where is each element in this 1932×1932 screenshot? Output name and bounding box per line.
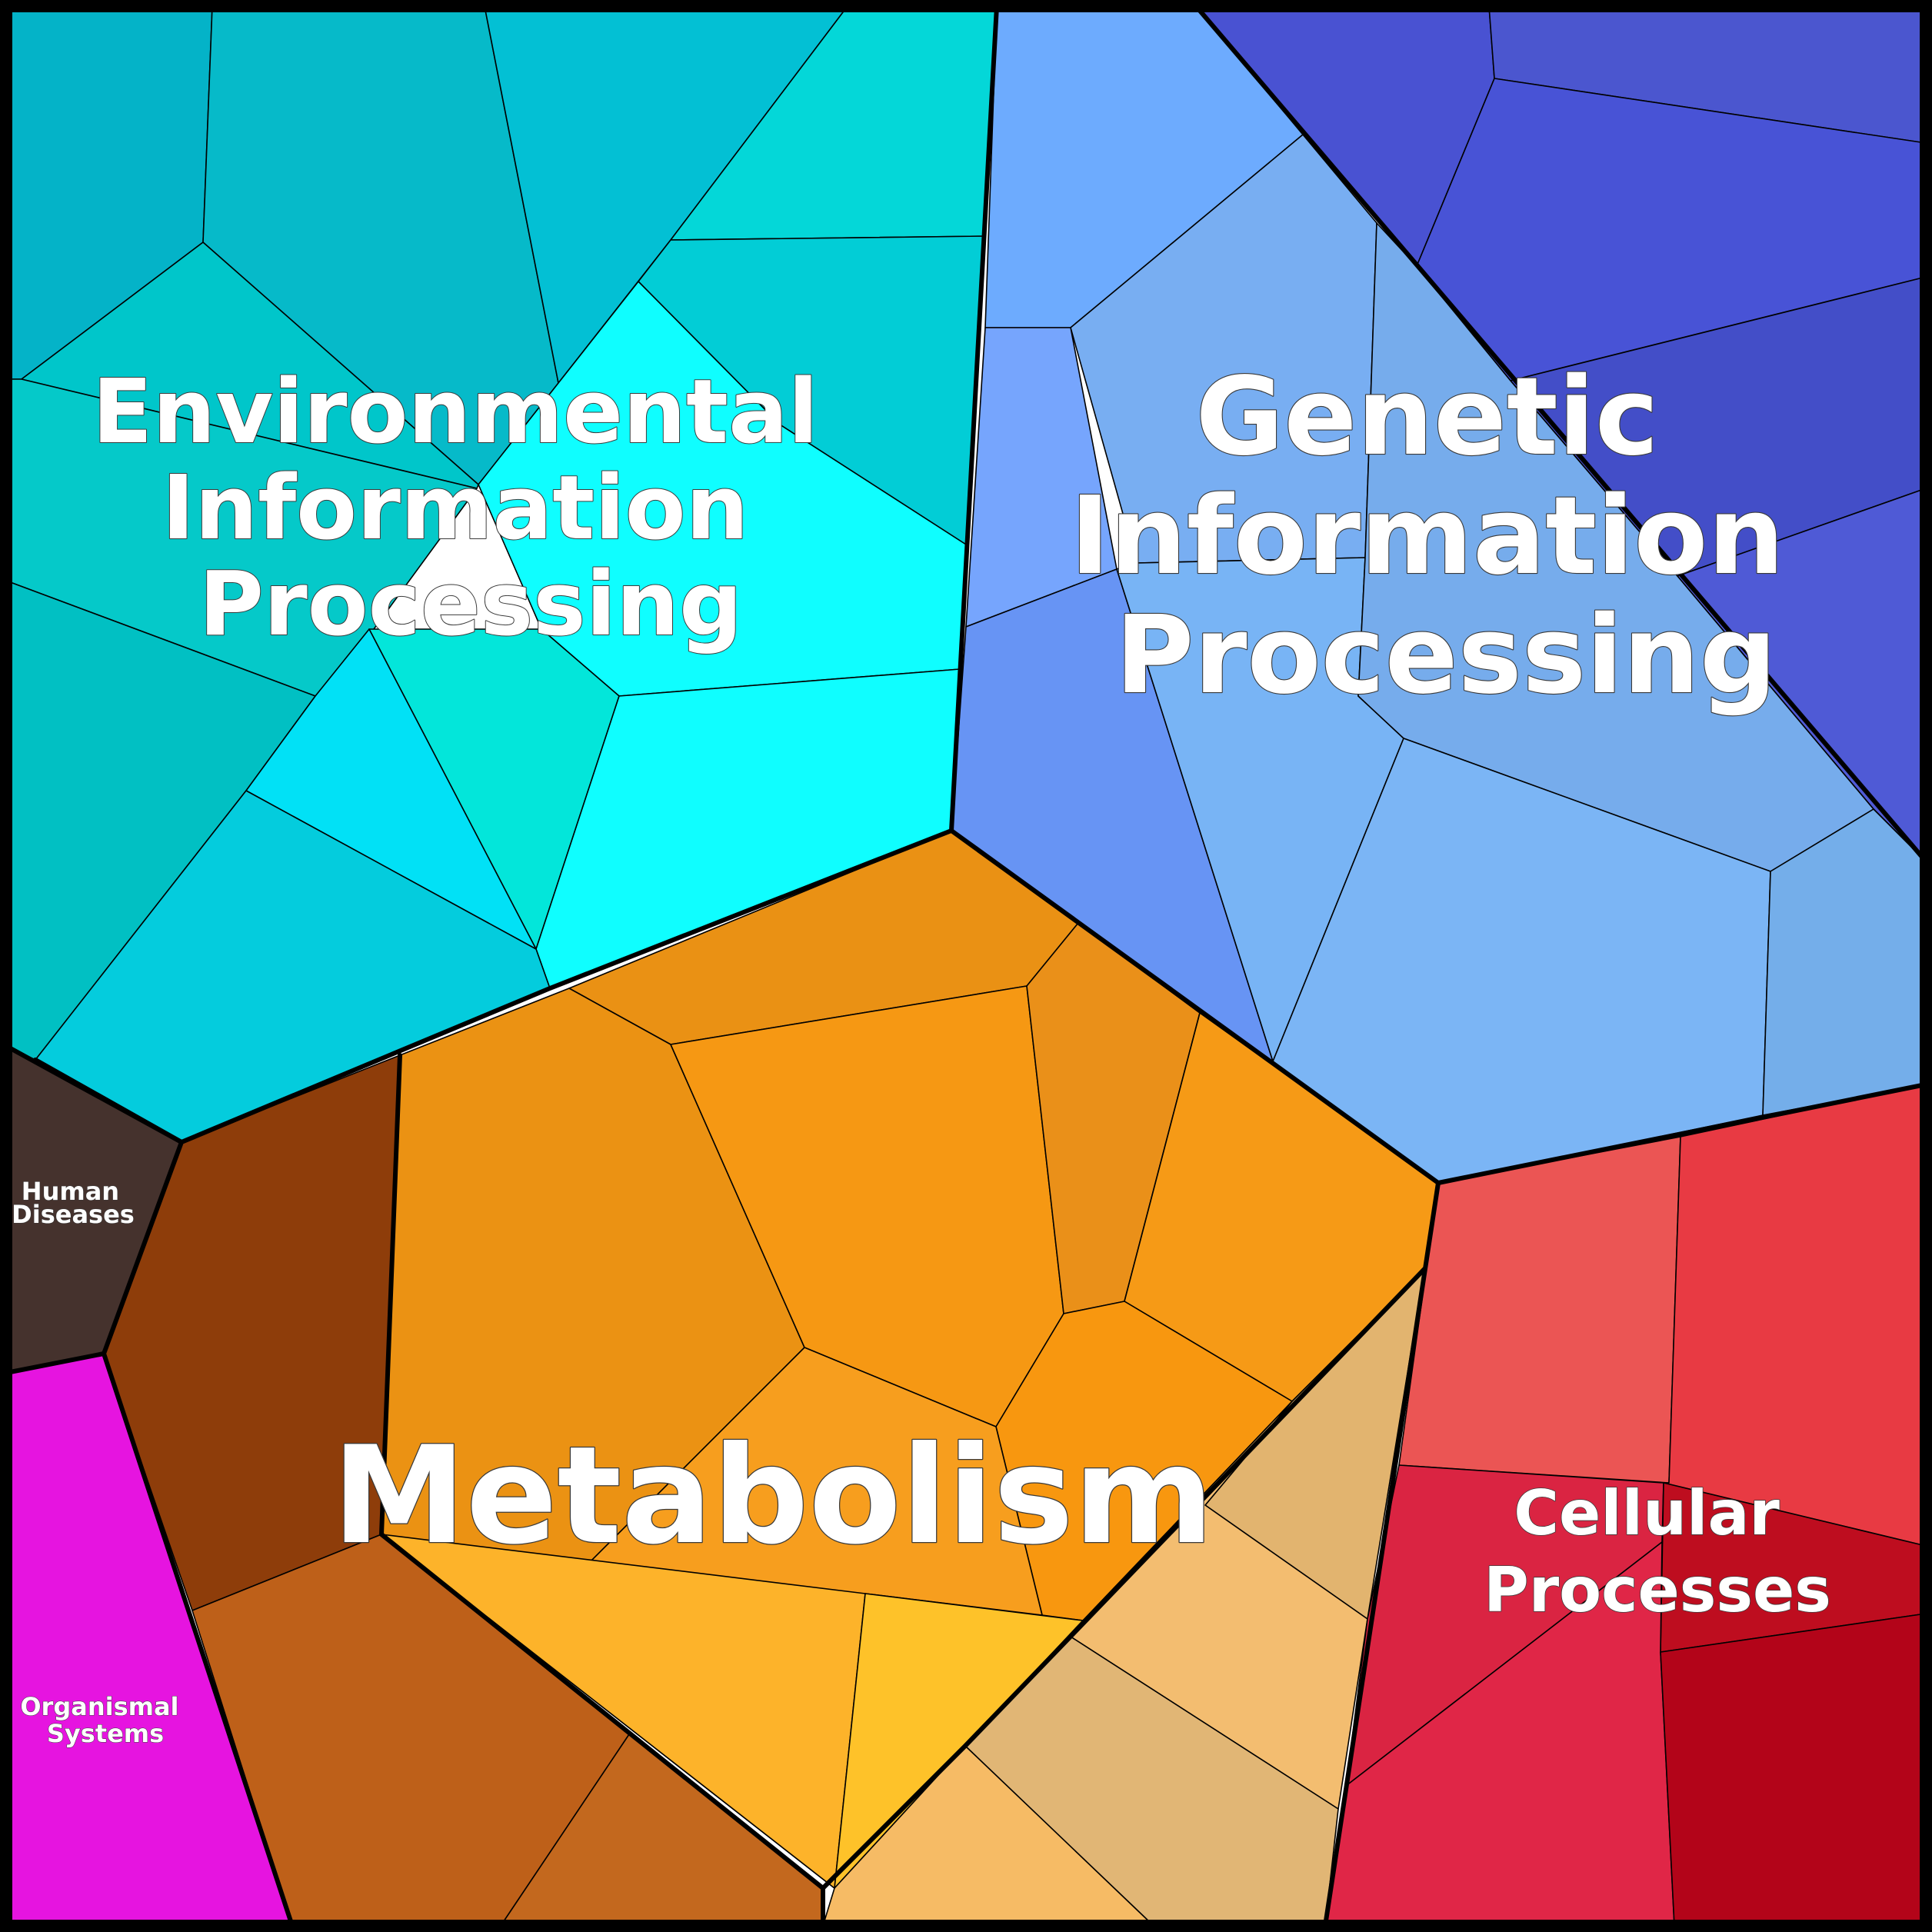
cell-cel-52 bbox=[1660, 1613, 1927, 1927]
label-genetic-information-processing: Genetic Information Processing bbox=[1070, 355, 1822, 718]
boundary-cellular bbox=[1323, 1181, 1441, 1928]
label-cellular-processes: Cellular Processes bbox=[1484, 1477, 1831, 1626]
boundary-organismal bbox=[4, 1351, 106, 1375]
category-boundaries bbox=[4, 4, 1928, 1928]
label-metabolism: Metabolism bbox=[332, 1418, 1214, 1574]
boundary-human-diseases bbox=[4, 1044, 184, 1144]
treemap-cells bbox=[5, 5, 1927, 1927]
label-organismal-systems: Organismal Systems bbox=[20, 1692, 187, 1748]
label-environmental-information-processing: Environmental Information Processing bbox=[92, 361, 849, 656]
label-human-diseases: Human Diseases bbox=[12, 1177, 135, 1229]
boundary-genetic bbox=[1194, 4, 1928, 864]
cell-cel-47 bbox=[1398, 1136, 1681, 1484]
cell-cel-48 bbox=[1663, 1084, 1927, 1547]
